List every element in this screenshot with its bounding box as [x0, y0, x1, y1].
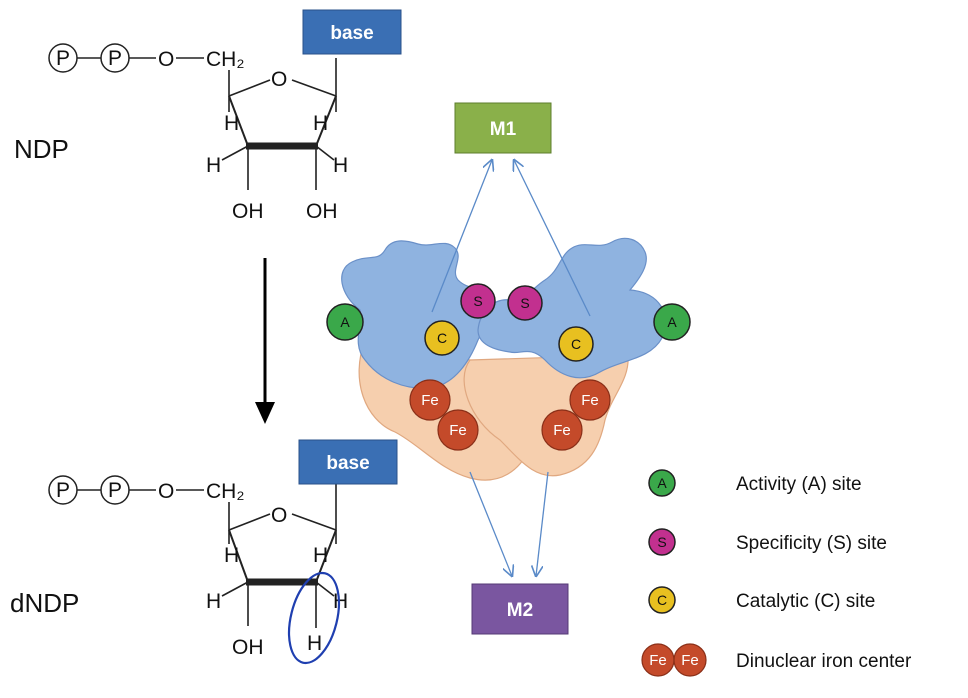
m2-label: M2 [507, 600, 533, 621]
h-label: H [313, 112, 328, 135]
iron-center-right-1 [569, 379, 611, 421]
ring-oxygen: O [271, 504, 287, 527]
bond [315, 145, 335, 161]
h-label: H [206, 154, 221, 177]
arrow-to-m1-left [431, 160, 492, 313]
bond [291, 513, 337, 531]
oh-label: OH [306, 200, 338, 223]
specificity-site-label: S [520, 295, 529, 311]
h-label: H [224, 112, 239, 135]
oh-label: OH [232, 200, 264, 223]
catalytic-site-right [558, 326, 594, 362]
iron-label: Fe [581, 392, 599, 409]
arrow-to-m2-left [469, 471, 512, 576]
m1-box [454, 102, 552, 154]
base-box [298, 439, 398, 485]
reaction-arrowhead [255, 402, 275, 424]
m2-box [471, 583, 569, 635]
bond [228, 95, 249, 147]
iron-center-left-1 [409, 379, 451, 421]
legend-iron-symbol: Fe [649, 652, 667, 669]
protein-upper-right [477, 237, 666, 379]
h-label: H [224, 544, 239, 567]
linker-oxygen: O [158, 480, 174, 503]
iron-label: Fe [553, 422, 571, 439]
activity-site-left [326, 303, 364, 341]
ring-oxygen: O [271, 68, 287, 91]
protein-upper-left [341, 240, 495, 389]
dndp-label: dNDP [10, 588, 79, 618]
bond [228, 529, 249, 583]
base-label: base [326, 453, 369, 474]
catalytic-site-label: C [437, 330, 447, 346]
ch2-label: CH₂ [206, 48, 244, 71]
legend-iron-label: Dinuclear iron center [736, 651, 912, 672]
iron-label: Fe [449, 422, 467, 439]
ndp-molecule: NDP P P O CH₂ O H H H H OH OH bas [14, 9, 402, 223]
base-label: base [330, 23, 373, 44]
activity-site-right [653, 303, 691, 341]
iron-center-left-2 [437, 409, 479, 451]
ch2-label: CH₂ [206, 480, 244, 503]
legend-specificity-symbol: S [657, 534, 666, 550]
bond [228, 513, 271, 531]
base-box [302, 9, 402, 55]
legend-specificity-label: Specificity (S) site [736, 533, 887, 554]
legend-activity-label: Activity (A) site [736, 474, 862, 495]
legend: A Activity (A) site S Specificity (S) si… [641, 469, 912, 677]
activity-site-label: A [667, 314, 677, 330]
h-label: H [333, 154, 348, 177]
bond [221, 581, 249, 597]
bond [315, 95, 337, 147]
legend-catalytic-icon [648, 586, 676, 614]
specificity-site-left [460, 283, 496, 319]
h-label: H [333, 590, 348, 613]
h-label-highlighted: H [307, 632, 322, 655]
phosphate-2-label: P [108, 47, 122, 70]
specificity-site-right [507, 285, 543, 321]
iron-label: Fe [421, 392, 439, 409]
legend-specificity-icon [648, 528, 676, 556]
catalytic-site-label: C [571, 336, 581, 352]
activity-site-label: A [340, 314, 350, 330]
legend-catalytic-label: Catalytic (C) site [736, 591, 875, 612]
legend-catalytic-symbol: C [657, 592, 667, 608]
bond [291, 79, 337, 97]
phosphate-2-label: P [108, 479, 122, 502]
ndp-label: NDP [14, 134, 69, 164]
dndp-molecule: dNDP P P O CH₂ O H H H H OH H base [10, 439, 398, 665]
linker-oxygen: O [158, 48, 174, 71]
legend-activity-symbol: A [657, 475, 667, 491]
enzyme-complex: A A S S C C Fe Fe Fe Fe M1 M2 [326, 102, 691, 635]
h-label: H [313, 544, 328, 567]
arrow-to-m1-right [514, 160, 591, 317]
legend-iron-symbol: Fe [681, 652, 699, 669]
catalytic-site-left [424, 320, 460, 356]
legend-iron-icon-2 [673, 643, 707, 677]
bond [315, 581, 335, 597]
bond [221, 145, 249, 161]
legend-activity-icon [648, 469, 676, 497]
specificity-site-label: S [473, 293, 482, 309]
h-label: H [206, 590, 221, 613]
iron-center-right-2 [541, 409, 583, 451]
m1-label: M1 [490, 119, 517, 140]
bond [228, 79, 271, 97]
oh-label: OH [232, 636, 264, 659]
arrow-to-m2-right [536, 471, 549, 576]
phosphate-1-label: P [56, 47, 70, 70]
phosphate-1-label: P [56, 479, 70, 502]
highlight-ellipse [287, 571, 341, 665]
